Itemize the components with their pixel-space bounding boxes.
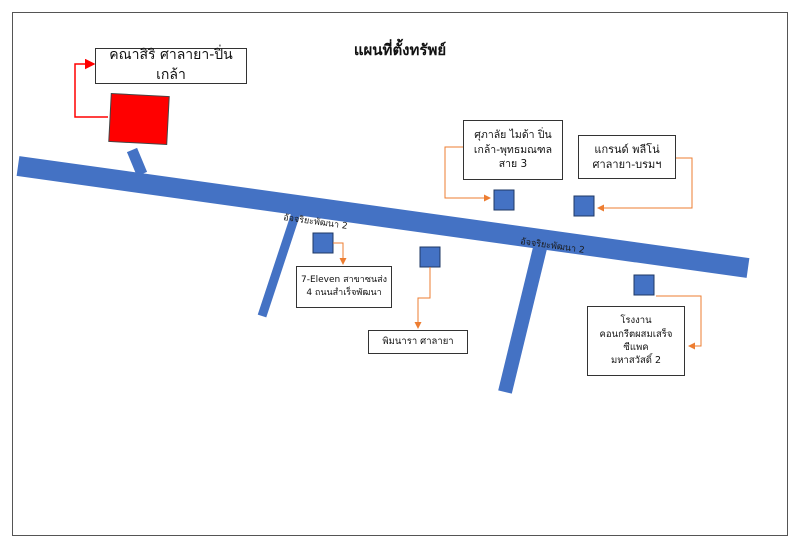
map-title: แผนที่ตั้งทรัพย์	[353, 41, 447, 59]
landmark-marker-pimnara	[419, 246, 441, 268]
landmark-label-supalai: ศุภาลัย ไมด้า ปิ่น เกล้า-พุทธมณฑล สาย 3	[463, 120, 563, 180]
side-road-right	[498, 246, 547, 394]
map-frame	[12, 12, 788, 536]
landmark-label-grand-pleno: แกรนด์ พลีโน่ ศาลายา-บรมฯ	[578, 135, 676, 179]
landmark-label-cpac: โรงงาน คอนกรีตผสมเสร็จ ซีแพค มหาสวัสดิ์ …	[587, 306, 685, 376]
landmark-label-pimnara: พิมนารา ศาลายา	[368, 330, 468, 354]
leader-grand-pleno	[597, 157, 693, 212]
landmark-marker-grand-pleno	[573, 195, 595, 217]
side-road-left	[257, 211, 301, 318]
landmark-label-7eleven: 7-Eleven สาขาซนส่ง 4 ถนนสำเร็จพัฒนา	[296, 266, 392, 308]
leader-cpac	[656, 295, 702, 350]
landmark-marker-7eleven	[312, 232, 334, 254]
landmark-marker-cpac	[633, 274, 655, 296]
subject-access-road	[126, 147, 148, 177]
subject-property-marker	[108, 92, 170, 146]
subject-property-label: คณาสิริ ศาลายา-ปิ่นเกล้า	[95, 47, 247, 84]
main-road	[16, 156, 750, 278]
subject-leader-line	[74, 58, 108, 118]
leader-pimnara	[414, 267, 431, 329]
leader-supalai	[444, 146, 491, 202]
landmark-marker-supalai	[493, 189, 515, 211]
leader-7eleven	[333, 242, 347, 265]
